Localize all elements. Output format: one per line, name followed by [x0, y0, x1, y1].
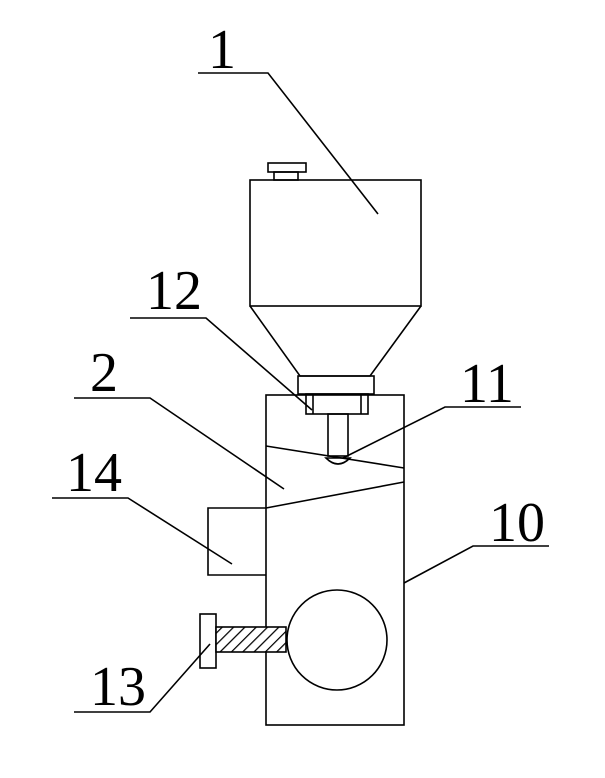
housing: [265, 394, 405, 726]
threaded-shaft: [215, 626, 287, 653]
rotor-disc: [286, 589, 388, 691]
nozzle-assembly: [297, 375, 375, 465]
leader-14: [52, 497, 233, 565]
label-1: 1: [208, 19, 236, 81]
housing-body: [265, 394, 405, 726]
hopper-funnel: [249, 305, 422, 377]
label-13: 13: [90, 656, 146, 718]
leader-10: [403, 545, 549, 584]
label-11: 11: [460, 353, 514, 415]
connector-nut: [297, 375, 375, 395]
leader-11: [342, 406, 521, 459]
knob-cap: [199, 613, 217, 669]
upper-partition-line: [265, 445, 405, 469]
leader-2: [74, 397, 285, 490]
hopper: [249, 162, 422, 377]
label-12: 12: [146, 260, 202, 322]
hopper-cap: [267, 162, 307, 173]
hopper-neck: [273, 171, 299, 181]
leader-12: [130, 317, 313, 411]
hopper-body: [249, 179, 422, 307]
leader-lines: [52, 72, 549, 713]
part-labels: 1 12 2 11 14 10 13: [66, 19, 545, 718]
adjustment-knob: [199, 613, 287, 669]
lower-partition-line: [265, 481, 405, 509]
leader-1: [198, 72, 379, 215]
leader-13: [74, 643, 211, 713]
label-2: 2: [90, 342, 118, 404]
side-outlet-box: [207, 507, 266, 576]
nozzle-tip: [324, 457, 352, 465]
label-14: 14: [66, 442, 122, 504]
nozzle-tube: [327, 413, 349, 457]
connector-collar: [305, 393, 369, 415]
label-10: 10: [489, 492, 545, 554]
